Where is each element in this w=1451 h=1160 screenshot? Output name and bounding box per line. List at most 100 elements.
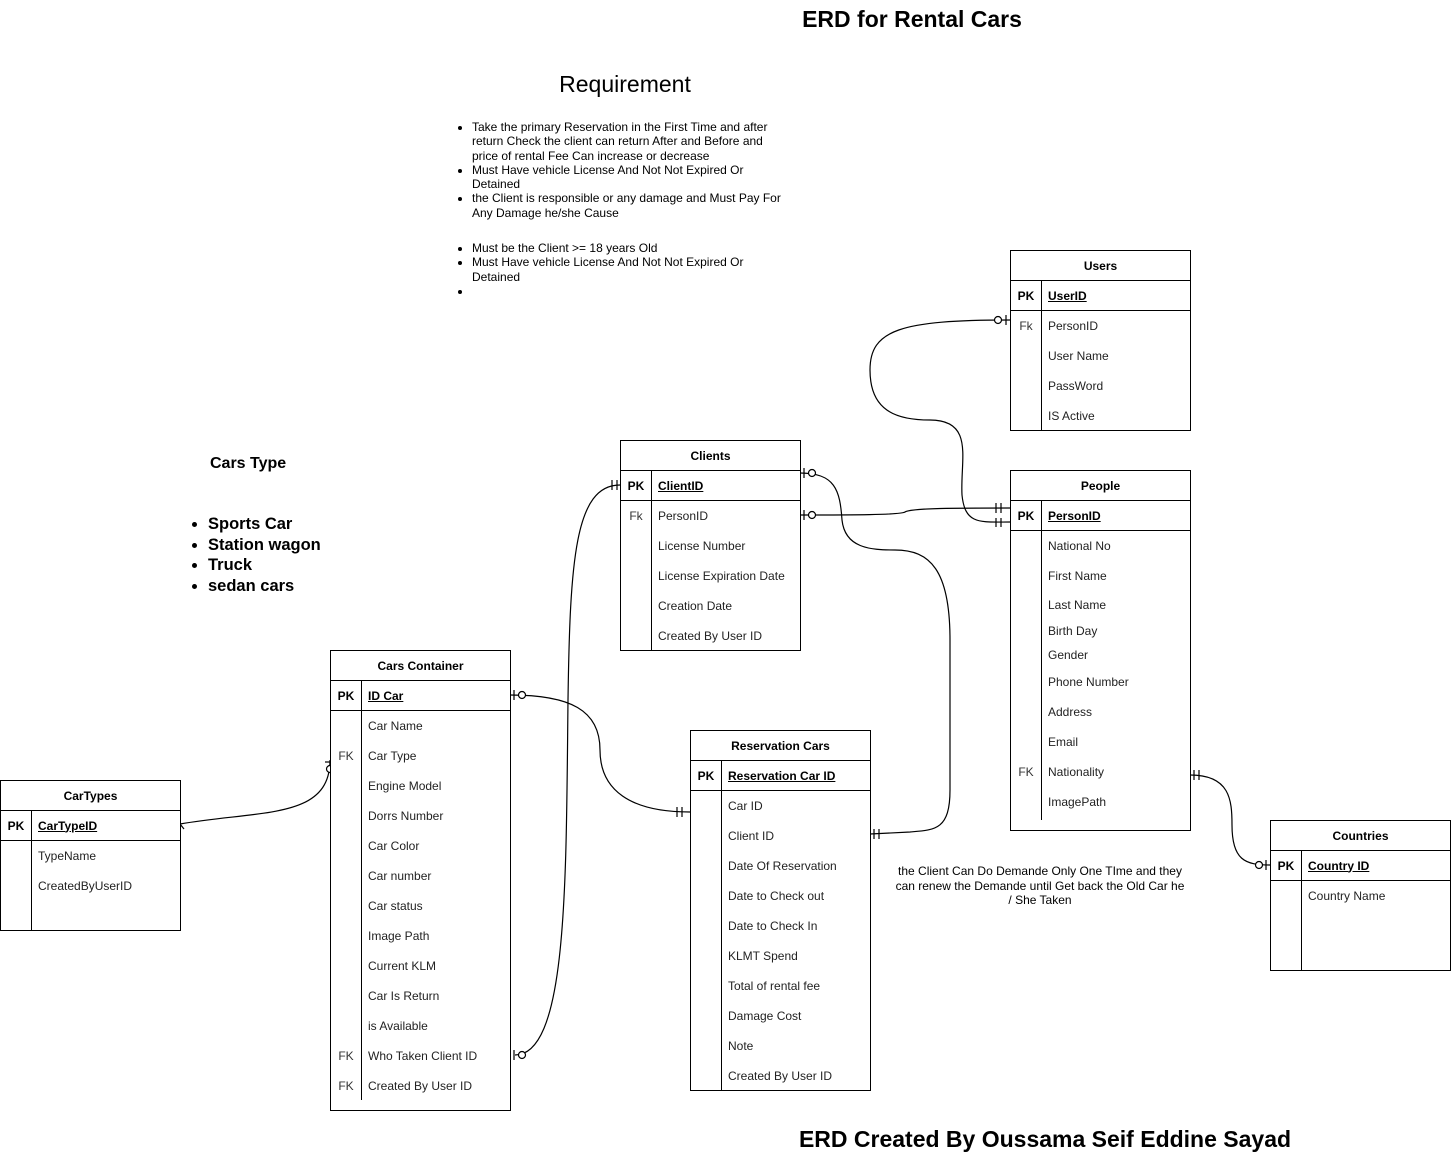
field-name: Phone Number — [1048, 675, 1129, 689]
key-label: PK — [1277, 858, 1295, 873]
requirement-heading: Requirement — [559, 71, 691, 97]
requirement-item: the Client is responsible or any damage … — [472, 191, 792, 220]
field-name: is Available — [368, 1019, 428, 1033]
field-row: License Expiration Date — [621, 561, 800, 591]
field-name: Car status — [368, 899, 423, 913]
field-name: Total of rental fee — [728, 979, 821, 993]
key-label: PK — [627, 478, 645, 493]
field-name: Created By User ID — [368, 1079, 473, 1093]
key-column-divider — [1041, 281, 1042, 430]
field-name: Country Name — [1308, 889, 1386, 903]
field-name: Damage Cost — [728, 1009, 802, 1023]
primary-key-row: PK ClientID — [621, 471, 800, 501]
cars-type-item: sedan cars — [208, 576, 321, 597]
cars-type-item: Sports Car — [208, 514, 321, 535]
field-row: Created By User ID — [691, 1061, 870, 1091]
cars-type-item: Truck — [208, 555, 321, 576]
table-people[interactable]: People PK PersonID National No First Nam… — [1010, 470, 1191, 831]
field-row: ImagePath — [1011, 787, 1190, 817]
field-name: Car Name — [368, 719, 423, 733]
table-cartypes[interactable]: CarTypes PK CarTypeID TypeName CreatedBy… — [0, 780, 181, 931]
field-name: Engine Model — [368, 779, 442, 793]
field-name: Country ID — [1308, 858, 1370, 873]
field-name: ID Car — [368, 688, 404, 703]
requirement-list: Take the primary Reservation in the Firs… — [456, 120, 792, 298]
field-name: CreatedByUserID — [38, 879, 133, 893]
rel-mark — [807, 510, 817, 520]
field-row: Car number — [331, 861, 510, 891]
rel-mark — [993, 315, 1003, 325]
field-name: Creation Date — [658, 599, 733, 613]
field-row: TypeName — [1, 841, 180, 871]
field-row: Engine Model — [331, 771, 510, 801]
field-row: FK Nationality — [1011, 757, 1190, 787]
requirement-item: Take the primary Reservation in the Firs… — [472, 120, 792, 163]
field-row: is Available — [331, 1011, 510, 1041]
field-name: Date to Check out — [728, 889, 825, 903]
key-column-divider — [361, 681, 362, 1100]
field-name: CarTypeID — [38, 818, 98, 833]
field-row: Creation Date — [621, 591, 800, 621]
field-name: Last Name — [1048, 598, 1107, 612]
table-reservation-cars[interactable]: Reservation Cars PK Reservation Car ID C… — [690, 730, 871, 1091]
cars-type-list: Sports Car Station wagon Truck sedan car… — [188, 514, 321, 596]
field-row: PassWord — [1011, 371, 1190, 401]
rel-mark — [807, 468, 817, 478]
table-countries[interactable]: Countries PK Country ID Country Name — [1270, 820, 1451, 971]
field-row: Car Name — [331, 711, 510, 741]
field-row: Email — [1011, 727, 1190, 757]
field-name: Nationality — [1048, 765, 1105, 779]
primary-key-row: PK Reservation Car ID — [691, 761, 870, 791]
field-row: Client ID — [691, 821, 870, 851]
rel-mark — [517, 1050, 527, 1060]
field-name: IS Active — [1048, 409, 1095, 423]
field-row — [1271, 911, 1450, 941]
primary-key-row: PK UserID — [1011, 281, 1190, 311]
field-name: Current KLM — [368, 959, 437, 973]
diagram-title: ERD for Rental Cars — [802, 6, 1022, 32]
field-name: PersonID — [658, 509, 709, 523]
field-row: National No — [1011, 531, 1190, 561]
field-name: User Name — [1048, 349, 1109, 363]
table-title: People — [1011, 471, 1190, 501]
key-label: FK — [1018, 765, 1034, 779]
field-row: Country Name — [1271, 881, 1450, 911]
key-label: PK — [1017, 288, 1035, 303]
table-title: Reservation Cars — [691, 731, 870, 761]
key-label: FK — [338, 749, 354, 763]
key-label: PK — [697, 768, 715, 783]
field-name: Birth Day — [1048, 624, 1098, 638]
field-name: Who Taken Client ID — [368, 1049, 478, 1063]
field-row: Date to Check In — [691, 911, 870, 941]
field-row: Gender — [1011, 643, 1190, 667]
field-name: KLMT Spend — [728, 949, 798, 963]
key-label: PK — [337, 688, 355, 703]
rel-mark — [1254, 860, 1264, 870]
rel-cars-reservation — [509, 694, 691, 813]
rel-clients-reservation — [799, 472, 951, 835]
primary-key-row: PK Country ID — [1271, 851, 1450, 881]
field-row: CreatedByUserID — [1, 871, 180, 901]
rel-clients-cars — [514, 484, 621, 1056]
requirement-item: Must Have vehicle License And Not Not Ex… — [472, 163, 792, 192]
field-name: PersonID — [1048, 319, 1099, 333]
field-row: Address — [1011, 697, 1190, 727]
field-row: Dorrs Number — [331, 801, 510, 831]
field-name: License Expiration Date — [658, 569, 785, 583]
key-label: Fk — [629, 509, 643, 523]
field-name: Car ID — [728, 799, 763, 813]
field-name: Created By User ID — [728, 1069, 833, 1083]
field-row: User Name — [1011, 341, 1190, 371]
field-name: First Name — [1048, 569, 1107, 583]
table-title: Countries — [1271, 821, 1450, 851]
primary-key-row: PK CarTypeID — [1, 811, 180, 841]
key-column-divider — [1041, 501, 1042, 820]
table-title: Clients — [621, 441, 800, 471]
rel-cartypes-cars — [179, 759, 331, 825]
